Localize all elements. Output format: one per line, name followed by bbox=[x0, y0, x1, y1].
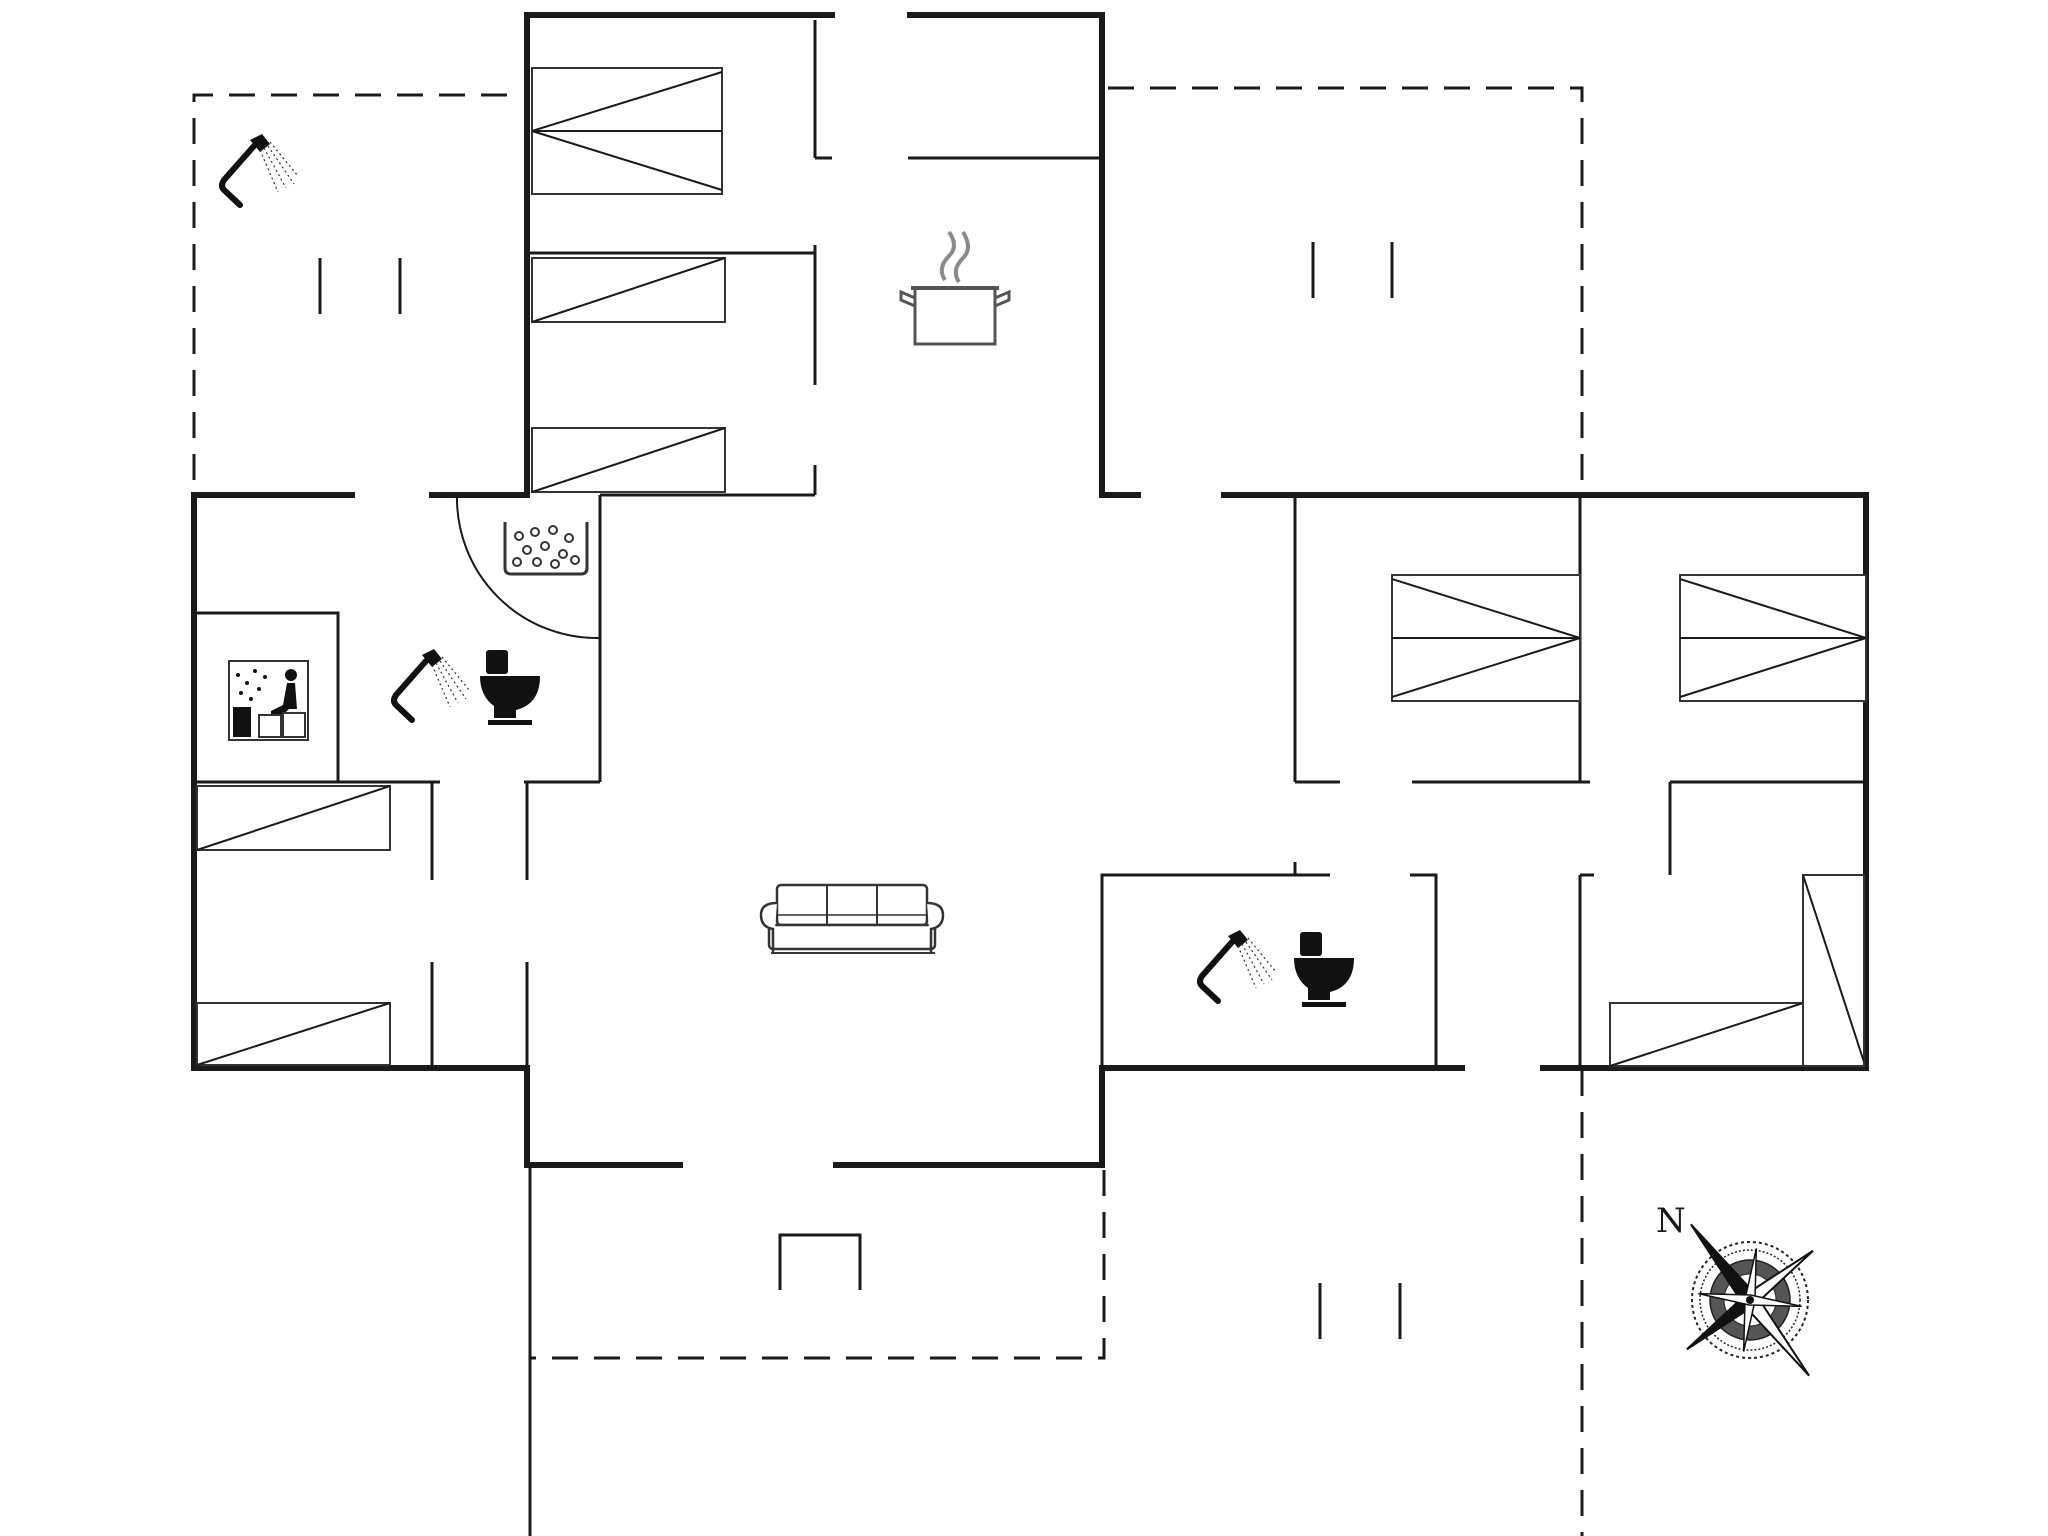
bed-single-north-2 bbox=[531, 427, 726, 493]
bed-double-east-1 bbox=[1391, 574, 1581, 702]
interior-walls bbox=[194, 20, 1866, 1068]
bed-single-southeast-2 bbox=[1802, 874, 1865, 1067]
compass-north-label: N bbox=[1656, 1201, 1686, 1241]
bed-single-west-1 bbox=[196, 785, 391, 851]
sauna-icon bbox=[228, 660, 309, 741]
whirlpool-icon bbox=[503, 522, 589, 576]
terrace-northwest bbox=[192, 93, 520, 480]
terrace-northeast bbox=[1108, 86, 1584, 490]
bed-single-north-1 bbox=[531, 257, 726, 323]
terrace-outlines bbox=[192, 86, 1584, 1536]
bed-double-east-2 bbox=[1679, 574, 1867, 702]
bed-single-southeast-1 bbox=[1609, 1002, 1804, 1067]
bed-single-west-2 bbox=[196, 1002, 391, 1066]
toilet-icon bbox=[1294, 932, 1354, 1007]
shower-icon bbox=[1200, 930, 1276, 1001]
toilet-icon bbox=[480, 650, 540, 725]
bed-double-north bbox=[531, 67, 723, 195]
compass-icon bbox=[1686, 1223, 1814, 1377]
terrace-markers bbox=[318, 242, 1402, 1339]
beds bbox=[196, 67, 1867, 1067]
sofa-icon bbox=[759, 883, 945, 954]
kitchen-pot-icon bbox=[899, 230, 1011, 346]
entrance-step bbox=[778, 1233, 862, 1290]
terrace-south-outer bbox=[1580, 1070, 1584, 1536]
exterior-walls bbox=[191, 12, 1869, 1168]
terrace-south-inner bbox=[530, 1170, 1106, 1360]
shower-icon bbox=[394, 649, 470, 720]
shower-icon bbox=[222, 134, 298, 205]
